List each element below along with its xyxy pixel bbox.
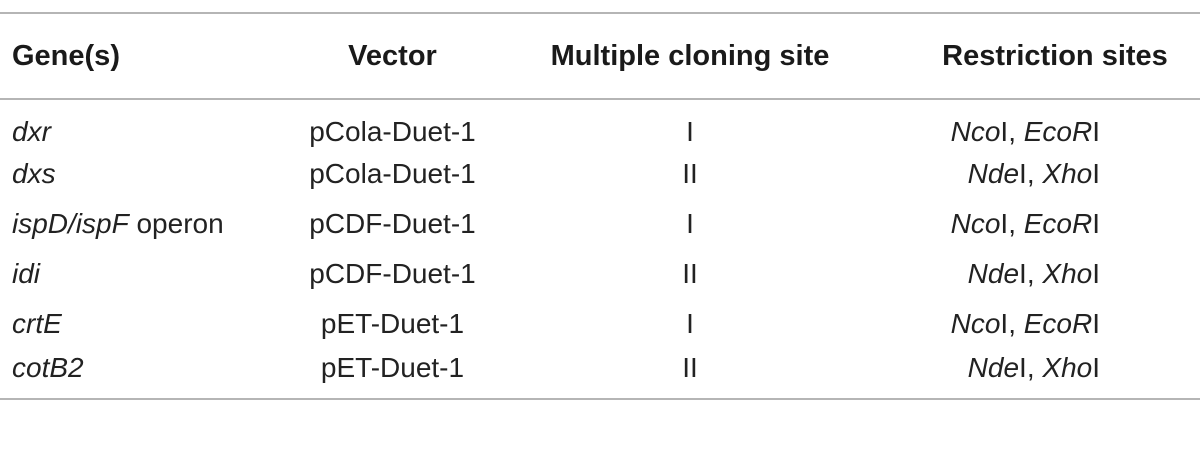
table-header: Gene(s) Vector Multiple cloning site Res… (0, 13, 1200, 99)
enzyme-1-suffix: I (1019, 158, 1027, 189)
table-row: crtE pET-Duet-1 I NcoI, EcoRI (0, 299, 1200, 349)
cell-mcs: I (686, 208, 694, 239)
enzyme-separator: , (1026, 258, 1043, 289)
cell-restriction-sites: NdeI, XhoI (870, 149, 1200, 199)
table-row: dxs pCola-Duet-1 II NdeI, XhoI (0, 149, 1200, 199)
enzyme-2-suffix: I (1092, 158, 1100, 189)
enzyme-1-suffix: I (1019, 351, 1027, 383)
enzyme-1-suffix: I (1000, 115, 1009, 147)
cell-gene: cotB2 (0, 349, 275, 399)
table-row: dxr pCola-Duet-1 I NcoI, EcoRI (0, 99, 1200, 149)
cell-restriction-sites: NdeI, XhoI (870, 349, 1200, 399)
enzyme-separator: , (1008, 115, 1024, 147)
header-restriction-sites: Restriction sites (942, 39, 1168, 72)
gene-name: dxs (12, 158, 56, 189)
gene-vector-table: Gene(s) Vector Multiple cloning site Res… (0, 12, 1200, 400)
enzyme-1-suffix: I (1000, 208, 1009, 239)
enzyme-2-name: Xho (1042, 158, 1093, 189)
cell-restriction-sites: NcoI, EcoRI (870, 99, 1200, 149)
enzyme-2-suffix: I (1092, 208, 1100, 239)
cell-mcs: I (686, 308, 694, 339)
header-genes: Gene(s) (12, 39, 120, 72)
enzyme-2-name: EcoR (1023, 308, 1093, 339)
table-row: cotB2 pET-Duet-1 II NdeI, XhoI (0, 349, 1200, 399)
table-row: ispD/ispF operon pCDF-Duet-1 I NcoI, Eco… (0, 199, 1200, 249)
enzyme-2-name: Xho (1042, 258, 1093, 289)
enzyme-1-name: Nco (950, 308, 1001, 339)
enzyme-2-name: EcoR (1023, 115, 1093, 147)
enzyme-2-suffix: I (1092, 258, 1100, 289)
enzyme-2-suffix: I (1092, 308, 1100, 339)
header-multiple-cloning-site: Multiple cloning site (550, 39, 830, 72)
gene-name: crtE (12, 308, 62, 339)
cell-gene: idi (0, 249, 275, 299)
cell-mcs: II (682, 158, 698, 189)
enzyme-1-suffix: I (1000, 308, 1009, 339)
enzyme-separator: , (1008, 208, 1024, 239)
cell-gene: dxr (0, 99, 275, 149)
cell-vector: pET-Duet-1 (320, 351, 465, 383)
enzyme-1-name: Nco (950, 115, 1001, 147)
cell-gene: dxs (0, 149, 275, 199)
cell-vector: pCDF-Duet-1 (309, 258, 476, 289)
enzyme-2-name: Xho (1042, 351, 1093, 383)
enzyme-separator: , (1026, 158, 1043, 189)
cell-gene: ispD/ispF operon (0, 199, 275, 249)
enzyme-separator: , (1008, 308, 1024, 339)
enzyme-1-name: Nde (967, 351, 1020, 383)
enzyme-2-suffix: I (1092, 115, 1100, 147)
enzyme-separator: , (1026, 351, 1043, 383)
gene-name: ispD/ispF (12, 208, 129, 239)
cell-mcs: II (682, 351, 698, 383)
table-body: dxr pCola-Duet-1 I NcoI, EcoRI dxs pCola… (0, 99, 1200, 399)
cell-vector: pET-Duet-1 (320, 308, 465, 339)
cell-gene: crtE (0, 299, 275, 349)
table-row: idi pCDF-Duet-1 II NdeI, XhoI (0, 249, 1200, 299)
gene-name: cotB2 (12, 351, 84, 383)
enzyme-1-name: Nde (967, 258, 1020, 289)
gene-suffix: operon (128, 208, 224, 239)
enzyme-2-name: EcoR (1023, 208, 1093, 239)
cell-vector: pCola-Duet-1 (309, 115, 476, 147)
cell-mcs: II (682, 258, 698, 289)
cell-mcs: I (686, 115, 694, 147)
cell-vector: pCola-Duet-1 (309, 158, 476, 189)
cell-restriction-sites: NdeI, XhoI (870, 249, 1200, 299)
enzyme-1-name: Nco (950, 208, 1001, 239)
header-vector: Vector (348, 39, 437, 72)
enzyme-2-suffix: I (1092, 351, 1100, 383)
cell-restriction-sites: NcoI, EcoRI (870, 199, 1200, 249)
enzyme-1-name: Nde (967, 158, 1020, 189)
cell-restriction-sites: NcoI, EcoRI (870, 299, 1200, 349)
enzyme-1-suffix: I (1019, 258, 1027, 289)
gene-name: dxr (12, 115, 51, 147)
gene-name: idi (12, 258, 41, 289)
header-row: Gene(s) Vector Multiple cloning site Res… (0, 13, 1200, 99)
cell-vector: pCDF-Duet-1 (309, 208, 476, 239)
